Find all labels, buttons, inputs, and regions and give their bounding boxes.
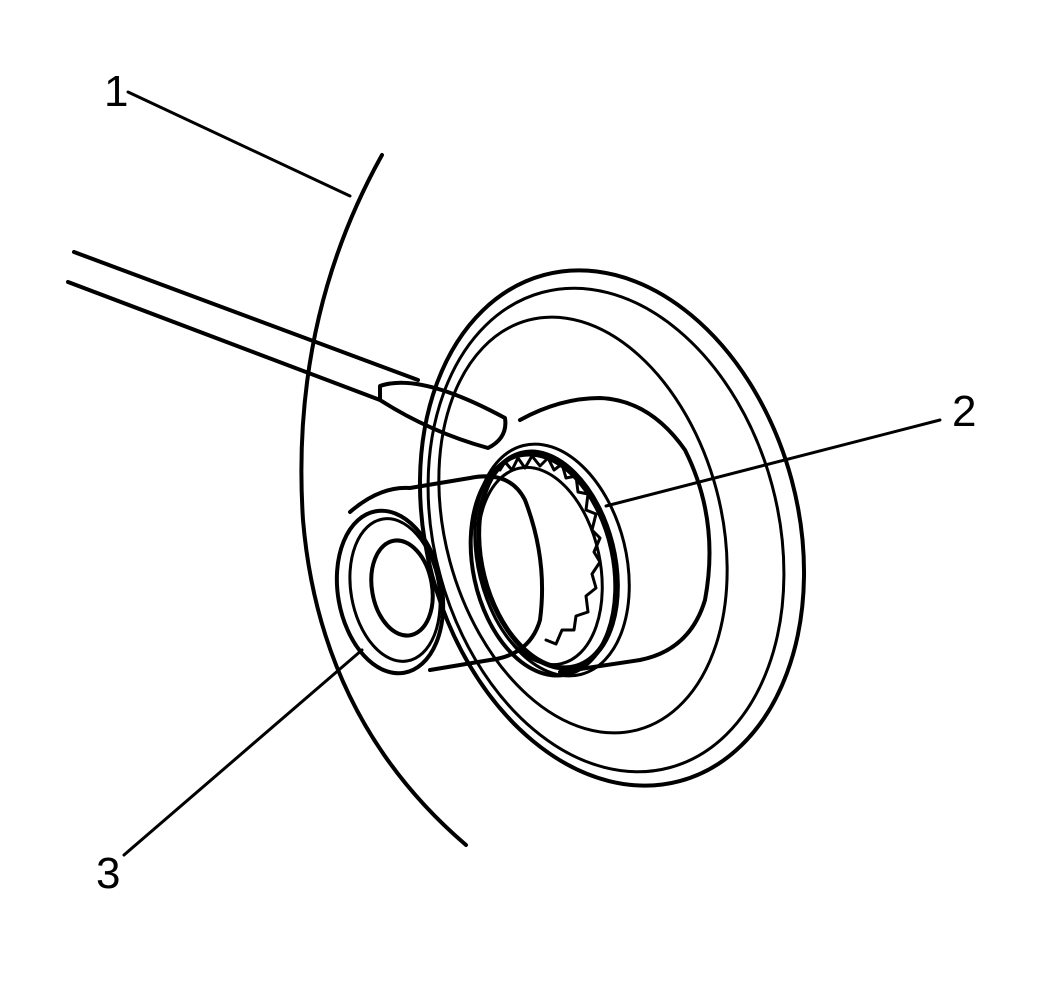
shaft-end [334,474,545,676]
spline-teeth [498,454,602,646]
snap-ring [473,442,631,678]
flange-disc [417,268,807,788]
leader-line-2 [604,418,942,508]
leader-line-3 [122,648,364,857]
housing-outline [299,153,468,847]
callout-3: 3 [96,849,120,898]
callout-2: 2 [952,387,976,436]
callout-1: 1 [104,67,128,116]
pry-tool [66,250,508,450]
splined-hub [468,396,712,678]
leader-line-1 [126,90,352,198]
